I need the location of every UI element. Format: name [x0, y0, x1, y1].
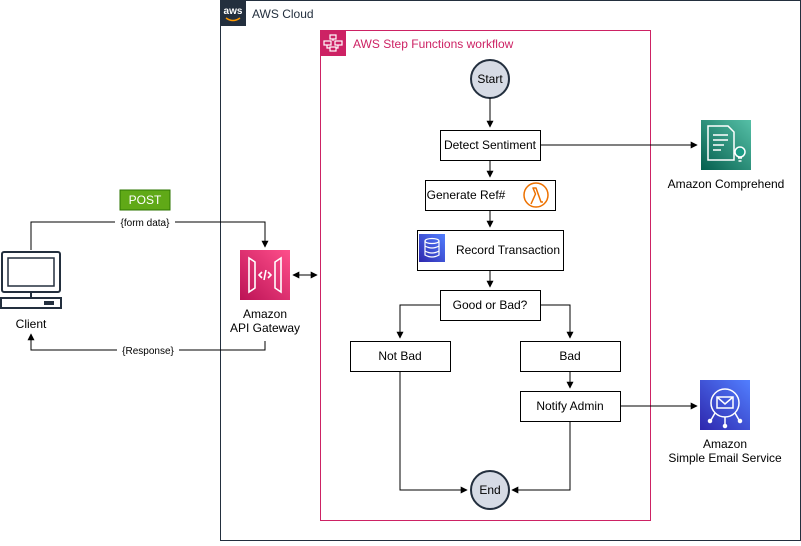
lambda-icon — [523, 182, 549, 208]
start-label: Start — [477, 72, 503, 86]
detect-sentiment-label: Detect Sentiment — [444, 138, 537, 152]
response-label: {Response} — [122, 346, 174, 357]
desktop-computer-icon — [0, 251, 62, 309]
notify-to-end-edge — [511, 421, 571, 494]
generate-ref-label: Generate Ref# — [427, 188, 506, 202]
api-gateway-label-line1: Amazon — [243, 307, 287, 321]
end-node: End — [470, 470, 510, 510]
bad-step: Bad — [520, 341, 621, 372]
bad-label: Bad — [559, 349, 580, 363]
api-gateway-node: Amazon API Gateway — [230, 250, 300, 335]
aws-smile-icon — [225, 17, 241, 22]
end-label: End — [479, 483, 500, 497]
comprehend-icon — [701, 120, 751, 170]
post-badge-label: POST — [129, 193, 162, 207]
form-data-label: {form data} — [121, 218, 171, 229]
post-badge: POST — [119, 189, 171, 211]
step-functions-label: AWS Step Functions workflow — [353, 37, 514, 51]
api-gateway-label-line2: API Gateway — [230, 321, 300, 335]
generate-ref-step: Generate Ref# — [425, 180, 556, 211]
ses-node: Amazon Simple Email Service — [668, 380, 782, 465]
notbad-to-end-edge — [399, 371, 468, 494]
not-bad-label: Not Bad — [378, 349, 421, 363]
notify-admin-label: Notify Admin — [536, 399, 603, 413]
record-transaction-label: Record Transaction — [456, 243, 560, 257]
detect-sentiment-step: Detect Sentiment — [440, 130, 541, 161]
dynamodb-icon — [419, 234, 445, 262]
start-node: Start — [470, 59, 510, 99]
aws-logo-icon — [220, 0, 246, 26]
good-or-bad-label: Good or Bad? — [453, 298, 528, 312]
record-transaction-step: Record Transaction — [417, 230, 564, 271]
ses-label-line1: Amazon — [703, 437, 747, 451]
step-functions-container: AWS Step Functions workflow — [320, 30, 651, 521]
not-bad-step: Not Bad — [350, 341, 451, 372]
aws-logo-text: aws — [224, 6, 243, 17]
good-or-bad-choice: Good or Bad? — [440, 290, 541, 321]
aws-cloud-label: AWS Cloud — [252, 7, 314, 21]
step-functions-glyph — [323, 34, 343, 52]
comprehend-node: Amazon Comprehend — [668, 120, 785, 191]
client-label: Client — [16, 317, 47, 331]
notify-admin-step: Notify Admin — [520, 391, 621, 422]
choice-to-bad-edge — [540, 304, 574, 339]
ses-label-line2: Simple Email Service — [668, 451, 782, 465]
client-node: Client — [0, 251, 62, 331]
comprehend-label: Amazon Comprehend — [668, 177, 785, 191]
choice-to-notbad-edge — [396, 304, 440, 339]
